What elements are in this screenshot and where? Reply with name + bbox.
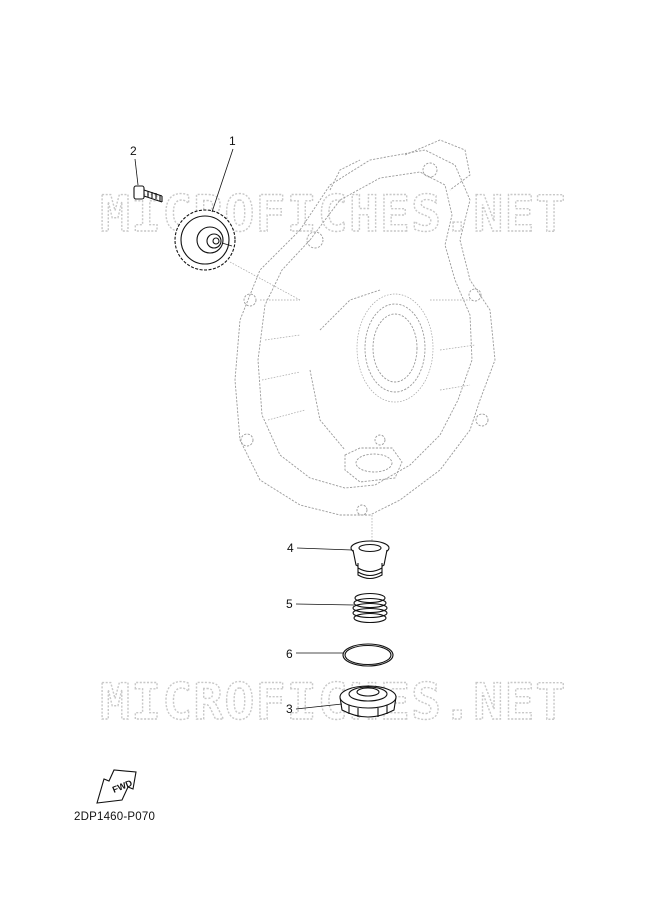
callout-label-3: 3 [286,702,293,716]
callout-5: 5 [286,597,355,611]
spring-part[interactable] [352,592,388,624]
diagram-code: 2DP1460-P070 [74,811,156,823]
callout-label-1: 1 [229,134,236,148]
gear-part[interactable] [174,209,236,271]
crankcase-outline [229,139,496,545]
callout-2: 2 [130,144,139,186]
callout-6: 6 [286,647,343,661]
callout-label-6: 6 [286,647,293,661]
callout-3: 3 [286,702,343,716]
drain-plug-part[interactable] [339,685,397,718]
callout-label-2: 2 [130,144,137,158]
callout-label-5: 5 [286,597,293,611]
callout-1: 1 [211,134,236,213]
callout-label-4: 4 [287,541,294,555]
fwd-arrow-icon: FWD [96,769,137,804]
bolt-part[interactable] [133,185,163,203]
callout-4: 4 [287,541,353,555]
watermark-bottom: MICROFICHES.NET [100,673,567,731]
o-ring-part[interactable] [342,643,394,667]
watermark-top: MICROFICHES.NET [100,185,567,243]
strainer-cap-part[interactable] [350,540,390,580]
